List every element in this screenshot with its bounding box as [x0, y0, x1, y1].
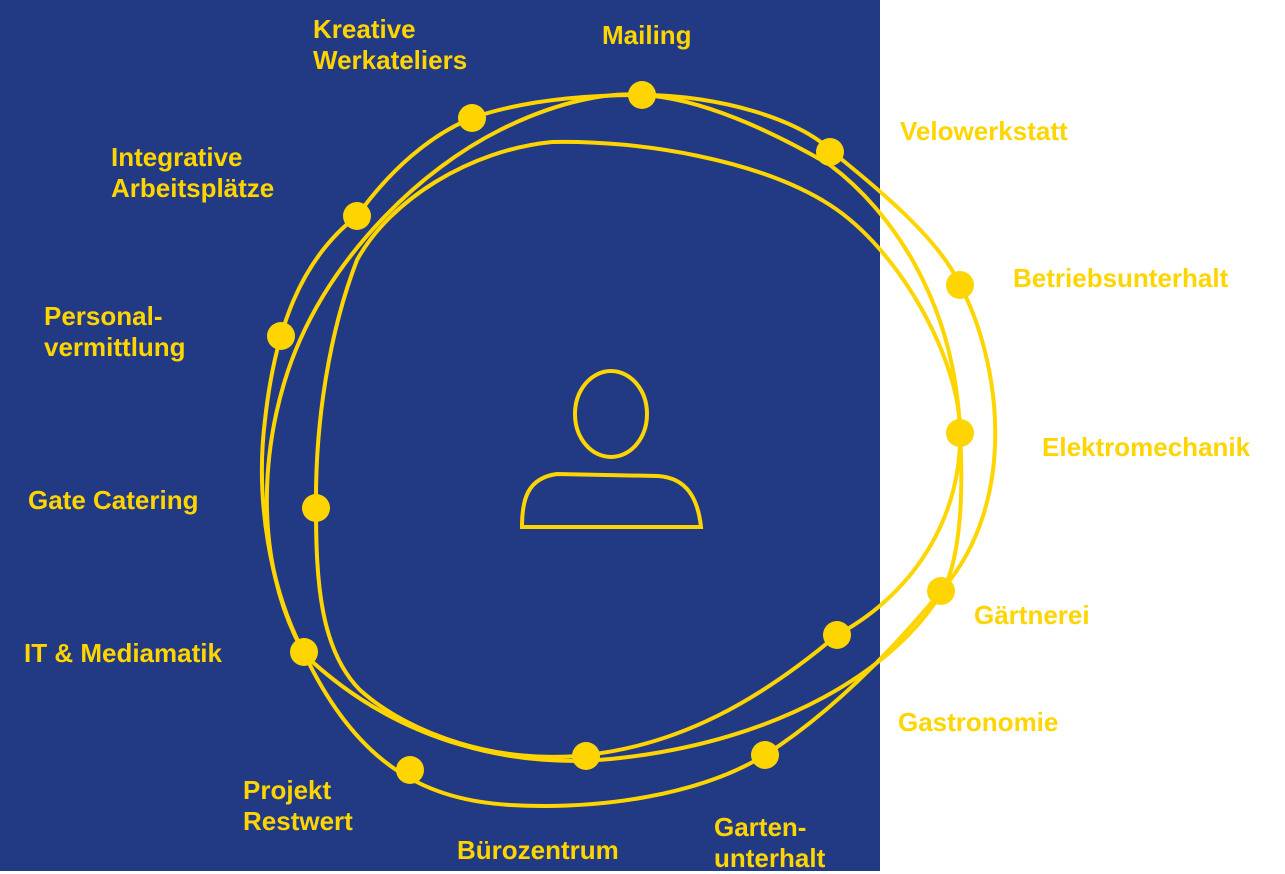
label-gastronomie: Gastronomie [898, 707, 1059, 737]
label-it-mediamatik: IT & Mediamatik [24, 638, 222, 668]
label-betriebsunterhalt: Betriebsunterhalt [1013, 263, 1229, 293]
loop-middle [264, 92, 964, 763]
node-kreative [458, 104, 486, 132]
label-gate-catering: Gate Catering [28, 485, 199, 515]
node-elektromechanik [946, 419, 974, 447]
loop-inner [313, 139, 963, 759]
label-elektromechanik: Elektromechanik [1042, 432, 1251, 462]
person-icon [519, 369, 704, 529]
label-gaertnerei: Gärtnerei [974, 600, 1090, 630]
node-it [290, 638, 318, 666]
node-betriebsunterhalt [946, 271, 974, 299]
blue-background-panel [0, 0, 880, 871]
node-buerozentrum [572, 742, 600, 770]
node-integrative [343, 202, 371, 230]
node-personal [267, 322, 295, 350]
label-garten-unterhalt: Garten-unterhalt [714, 812, 826, 873]
label-buerozentrum: Bürozentrum [457, 835, 619, 865]
label-mailing: Mailing [602, 20, 692, 50]
person-head-icon [573, 369, 649, 459]
node-projekt [396, 756, 424, 784]
node-mailing [628, 81, 656, 109]
node-gastronomie [823, 621, 851, 649]
label-velowerkstatt: Velowerkstatt [900, 116, 1068, 146]
node-gate [302, 494, 330, 522]
node-garten [751, 741, 779, 769]
node-velowerkstatt [816, 138, 844, 166]
person-body-icon [519, 471, 704, 529]
node-gaertnerei [927, 577, 955, 605]
label-personalvermittlung: Personal-vermittlung [44, 301, 186, 362]
